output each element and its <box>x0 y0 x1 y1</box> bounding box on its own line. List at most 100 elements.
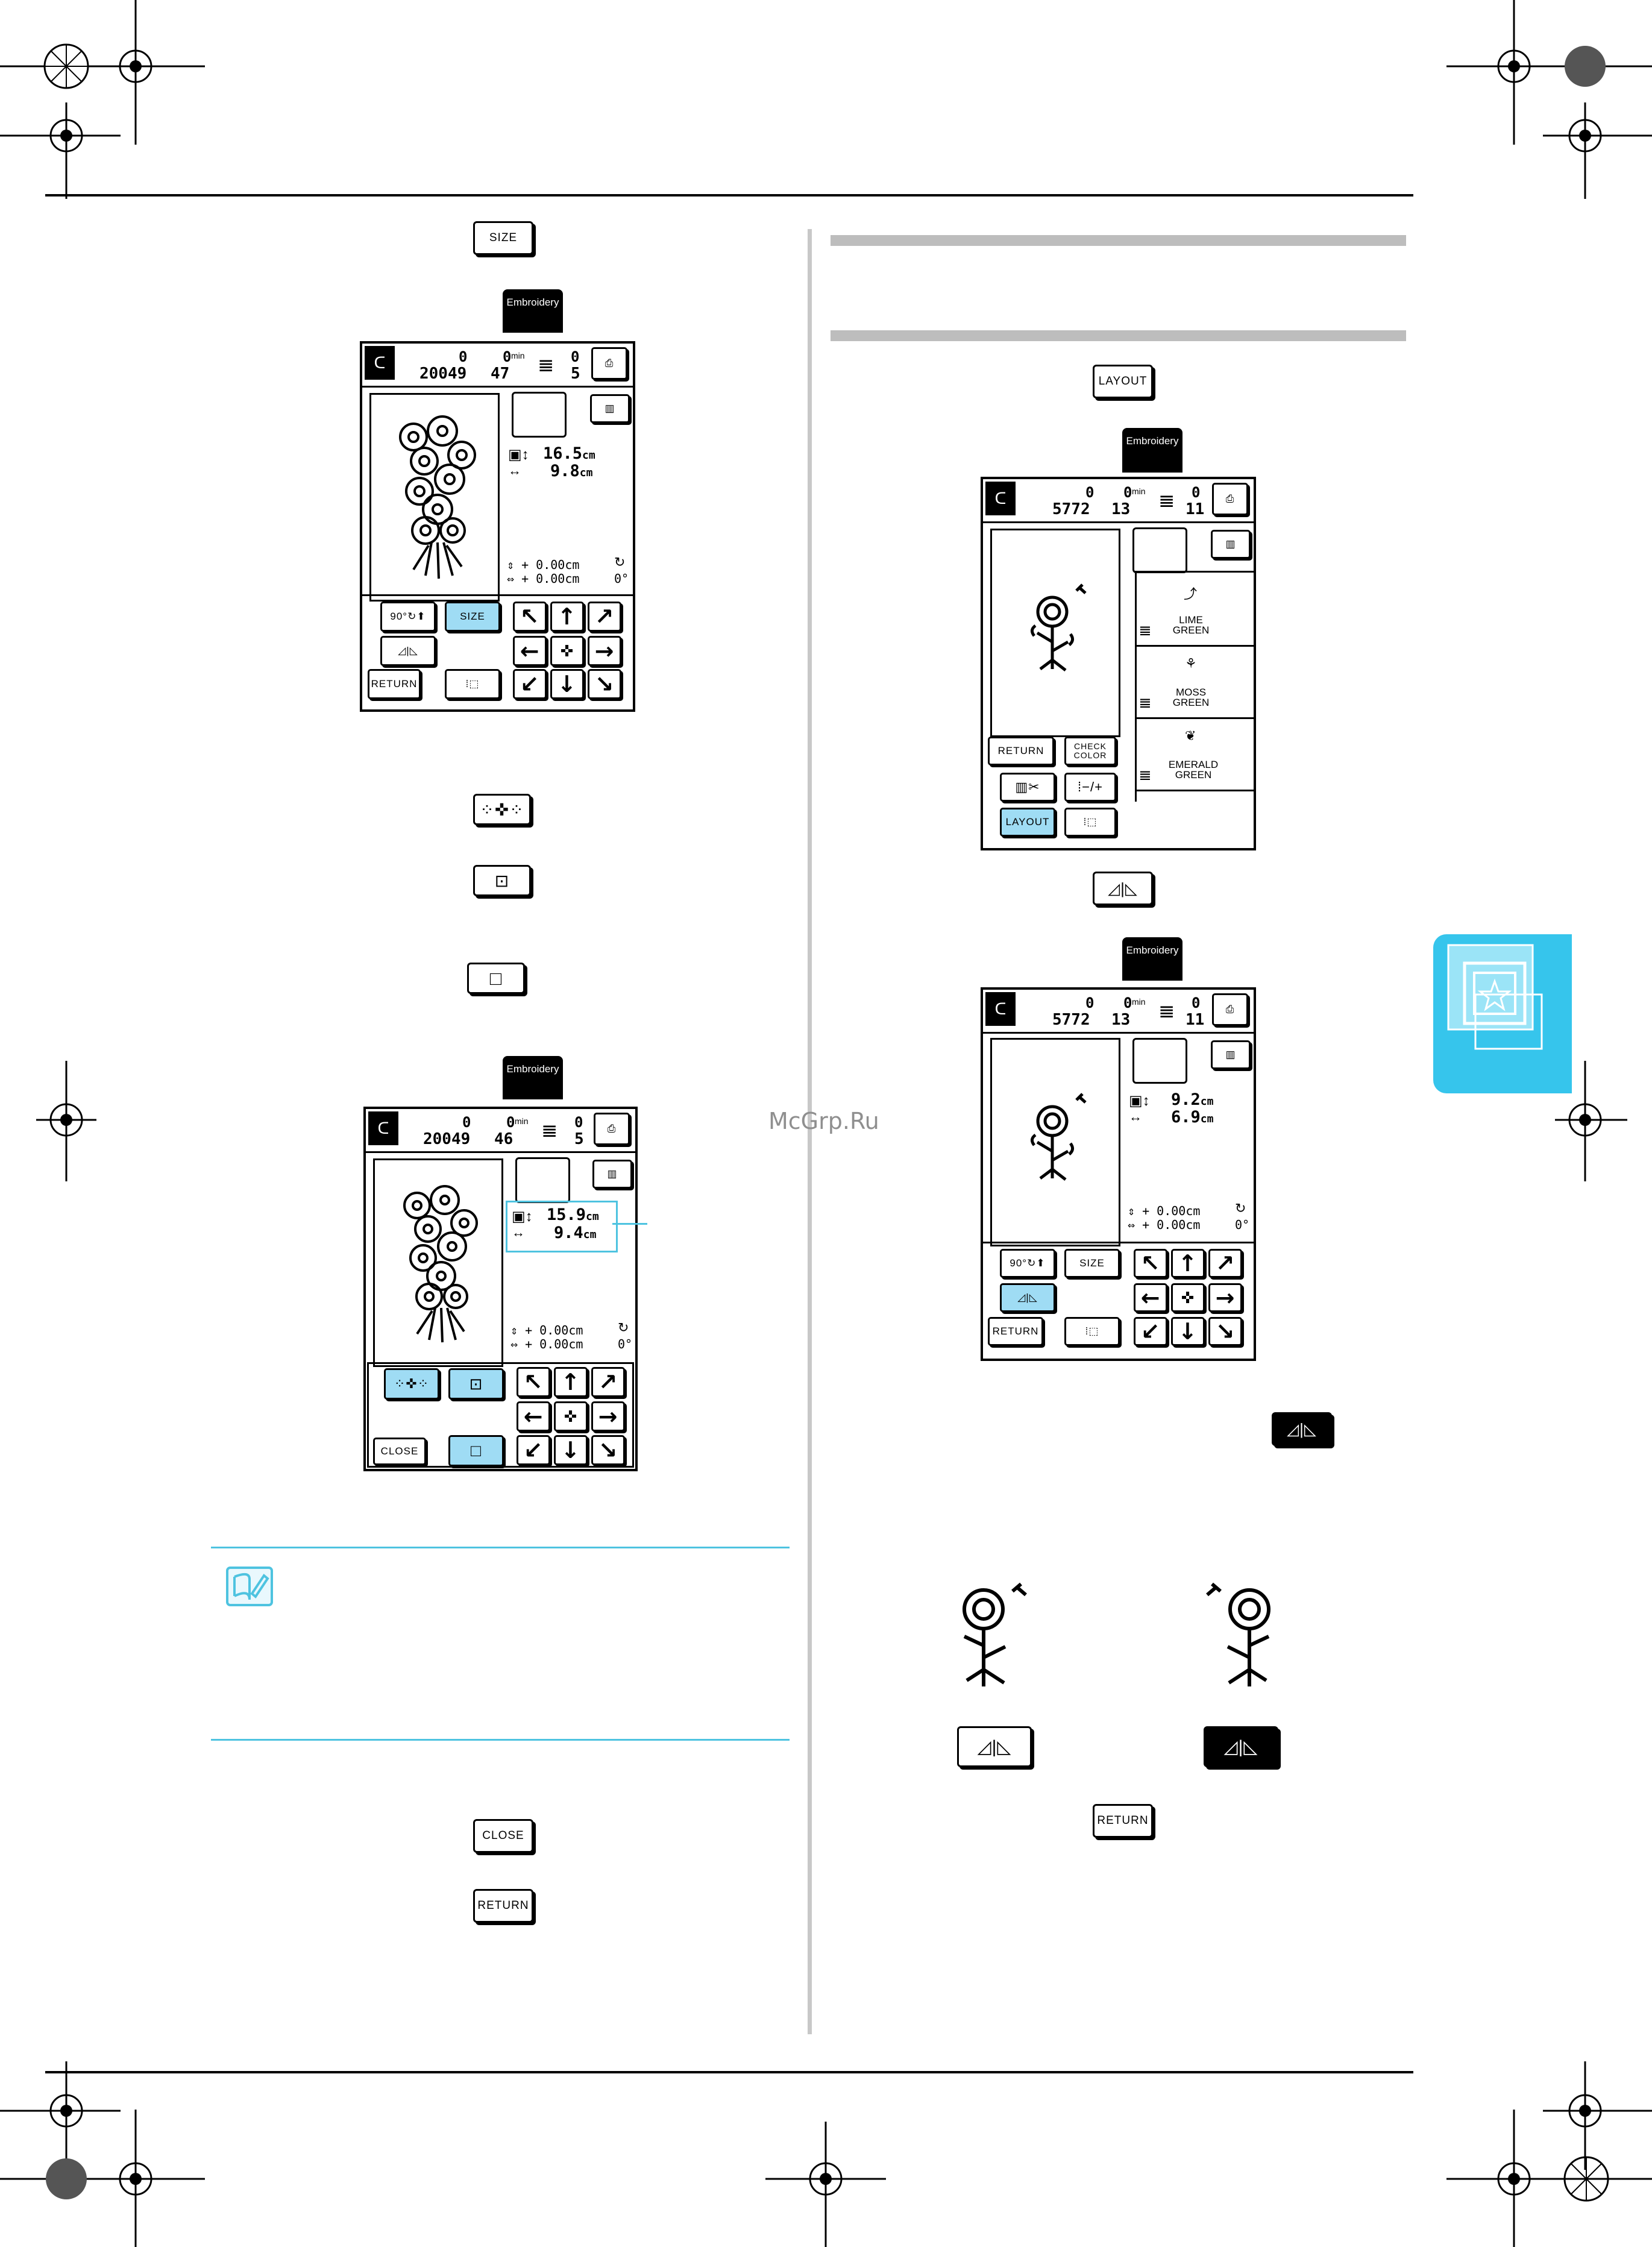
cut-button[interactable]: ▥✂ <box>1000 773 1055 802</box>
close-button[interactable]: CLOSE <box>373 1438 426 1465</box>
size-screen: ᑕ 0 20049 0 min 47 0 5 𝌆 ⎙ ▥ ▣↕ 16.5cm ↔… <box>360 341 635 712</box>
status-bar: ᑕ 0 5772 0 min 13 0 11 𝌆 ⎙ <box>983 990 1254 1034</box>
size-button[interactable]: SIZE <box>1064 1249 1120 1278</box>
size-icon: ▣↕ <box>1129 1093 1150 1109</box>
embroidery-frame-icon <box>1447 944 1543 1050</box>
arrow-up[interactable]: ↑ <box>1171 1249 1205 1278</box>
arrow-down[interactable]: ↓ <box>554 1435 588 1465</box>
return-key-icon[interactable]: RETURN <box>473 1889 533 1923</box>
enlarge-button[interactable]: ⁘✜⁘ <box>384 1368 439 1400</box>
memo-bottom-rule <box>211 1739 790 1741</box>
memory-button[interactable]: ⎙ <box>594 1113 630 1145</box>
callout-line <box>612 1223 647 1225</box>
embroidery-tab: Embroidery <box>1122 937 1182 981</box>
arrow-down[interactable]: ↓ <box>550 669 584 699</box>
spool-icon: 𝌆 <box>1139 696 1151 711</box>
spool-icon: 𝌆 <box>538 356 554 375</box>
reduce-button[interactable]: ⊡ <box>448 1368 504 1400</box>
enlarge-key-icon[interactable]: ⁘✜⁘ <box>473 794 531 825</box>
tension-button[interactable]: ⁞−/+ <box>1064 773 1116 802</box>
arrow-right[interactable]: → <box>591 1401 625 1431</box>
return-button[interactable]: RETURN <box>988 737 1054 765</box>
reduce-key-icon[interactable]: ⊡ <box>473 865 531 896</box>
embroidery-preview <box>990 1038 1120 1246</box>
center-button[interactable]: ✜ <box>550 636 584 666</box>
rotate-icon: ↻ <box>614 555 626 570</box>
hoop-icon <box>1132 527 1187 573</box>
trial-button[interactable]: ⁞⬚ <box>445 669 500 699</box>
color-now: 0 <box>1192 484 1201 501</box>
memory-button[interactable]: ⎙ <box>591 347 627 380</box>
arrow-down-right[interactable]: ↘ <box>591 1435 625 1465</box>
arrow-right[interactable]: → <box>588 636 621 666</box>
stitch-count: 0 <box>1085 484 1095 501</box>
stitch-count: 0 <box>1085 995 1095 1011</box>
mirror-layout-screen: ᑕ 0 5772 0 min 13 0 11 𝌆 ⎙ ▥ ▣↕ 9.2cm ↔ … <box>981 987 1256 1361</box>
arrow-up-right[interactable]: ↗ <box>1208 1249 1242 1278</box>
arrow-left[interactable]: ← <box>1134 1283 1167 1312</box>
thread-list: ⤴ 𝌆 LIME GREEN ⚘ 𝌆 MOSS GREEN ❦ 𝌆 EMERAL… <box>1135 571 1256 802</box>
height-value: 9.2cm <box>1171 1090 1214 1109</box>
rotate-90-button[interactable]: 90°↻⬆ <box>380 602 436 632</box>
control-panel-border <box>367 1362 634 1468</box>
trial-button[interactable]: ⁞⬚ <box>1064 808 1116 837</box>
memo-top-rule <box>211 1547 790 1548</box>
bottom-rule <box>45 2071 1413 2073</box>
size-key-icon[interactable]: SIZE <box>473 221 533 255</box>
arrow-down[interactable]: ↓ <box>1171 1317 1205 1346</box>
arrow-down-right[interactable]: ↘ <box>588 669 621 699</box>
arrow-up-right[interactable]: ↗ <box>591 1367 625 1397</box>
arrow-up[interactable]: ↑ <box>554 1367 588 1397</box>
rose-mirrored-image <box>1206 1582 1270 1686</box>
proportion-button[interactable]: □ <box>448 1435 504 1466</box>
hoop-select-button[interactable]: ▥ <box>592 1160 632 1189</box>
memory-button[interactable]: ⎙ <box>1212 483 1248 515</box>
hoop-select-button[interactable]: ▥ <box>590 394 630 423</box>
arrow-up-left[interactable]: ↖ <box>517 1367 550 1397</box>
return-key-icon[interactable]: RETURN <box>1093 1804 1153 1838</box>
layout-button[interactable]: LAYOUT <box>1000 808 1055 837</box>
center-button[interactable]: ✜ <box>1171 1283 1205 1312</box>
rotation-angle: 0° <box>614 571 629 586</box>
mirror-active-key-icon[interactable]: ◿|◺ <box>1272 1412 1332 1446</box>
arrow-up-left[interactable]: ↖ <box>1134 1249 1167 1278</box>
offset-horizontal: ⇔ + 0.00cm <box>510 1337 583 1351</box>
hoop-select-button[interactable]: ▥ <box>1211 530 1251 559</box>
memory-button[interactable]: ⎙ <box>1212 993 1248 1026</box>
arrow-up-left[interactable]: ↖ <box>513 602 547 632</box>
proportion-key-icon[interactable]: □ <box>467 963 525 994</box>
layout-key-icon[interactable]: LAYOUT <box>1093 365 1153 398</box>
arrow-down-left[interactable]: ↙ <box>513 669 547 699</box>
mirror-button[interactable]: ◿|◺ <box>1000 1283 1055 1312</box>
mirror-off-key-icon[interactable]: ◿|◺ <box>957 1726 1032 1767</box>
size-button[interactable]: SIZE <box>445 602 500 632</box>
check-color-button[interactable]: CHECK COLOR <box>1064 737 1116 765</box>
offset-vertical: ⇕ + 0.00cm <box>507 558 580 572</box>
offset-vertical: ⇕ + 0.00cm <box>1128 1204 1201 1218</box>
arrow-down-right[interactable]: ↘ <box>1208 1317 1242 1346</box>
arrow-left[interactable]: ← <box>513 636 547 666</box>
offset-horizontal: ⇔ + 0.00cm <box>1128 1218 1201 1232</box>
mirror-key-icon[interactable]: ◿|◺ <box>1093 872 1153 905</box>
arrow-up-right[interactable]: ↗ <box>588 602 621 632</box>
close-key-icon[interactable]: CLOSE <box>473 1819 533 1853</box>
center-button[interactable]: ✜ <box>554 1401 588 1431</box>
return-button[interactable]: RETURN <box>368 669 421 699</box>
size-highlight-box <box>506 1201 618 1252</box>
return-button[interactable]: RETURN <box>988 1317 1043 1346</box>
section-band-bottom <box>831 330 1406 341</box>
mirror-on-key-icon[interactable]: ◿|◺ <box>1204 1726 1278 1767</box>
embroidery-tab: Embroidery <box>503 1056 563 1099</box>
arrow-left[interactable]: ← <box>517 1401 550 1431</box>
control-divider <box>983 1242 1254 1243</box>
mirror-button[interactable]: ◿|◺ <box>380 636 436 666</box>
rotate-90-button[interactable]: 90°↻⬆ <box>1000 1249 1055 1278</box>
arrow-right[interactable]: → <box>1208 1283 1242 1312</box>
arrow-up[interactable]: ↑ <box>550 602 584 632</box>
trial-button[interactable]: ⁞⬚ <box>1064 1317 1120 1346</box>
time-min: 0 <box>506 1114 515 1131</box>
arrow-down-left[interactable]: ↙ <box>1134 1317 1167 1346</box>
hoop-select-button[interactable]: ▥ <box>1211 1040 1251 1069</box>
arrow-down-left[interactable]: ↙ <box>517 1435 550 1465</box>
time-min: 0 <box>1123 995 1132 1011</box>
